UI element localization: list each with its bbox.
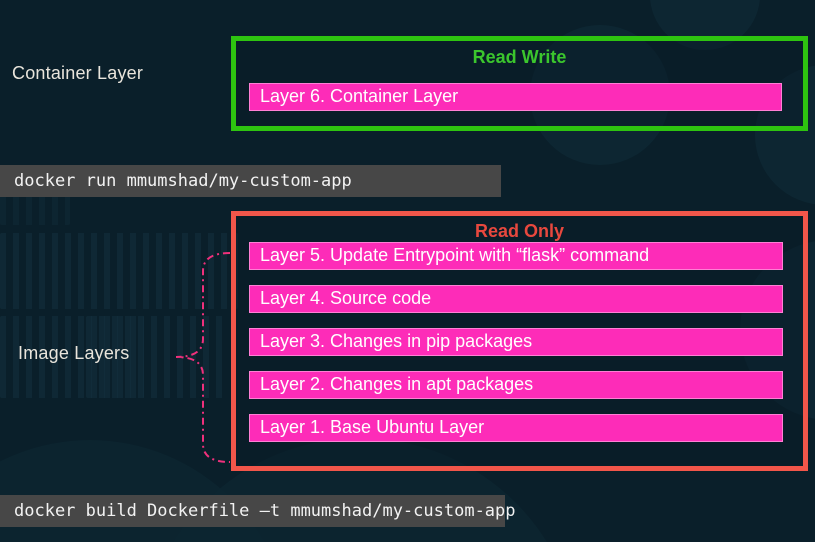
image-layer-bar: Layer 4. Source code: [249, 285, 783, 313]
read-write-box: Read Write Layer 6. Container Layer: [231, 36, 808, 131]
image-layers-label: Image Layers: [18, 343, 130, 363]
read-only-title: Read Only: [474, 221, 565, 241]
curly-brace-icon: [175, 252, 231, 463]
image-layer-bar: Layer 2. Changes in apt packages: [249, 371, 783, 399]
docker-build-command: docker build Dockerfile –t mmumshad/my-c…: [0, 495, 516, 527]
container-layer-label: Container Layer: [12, 63, 144, 83]
image-layer-bar: Layer 5. Update Entrypoint with “flask” …: [249, 242, 783, 270]
docker-run-command: docker run mmumshad/my-custom-app: [0, 165, 501, 197]
image-layer-bar: Layer 1. Base Ubuntu Layer: [249, 414, 783, 442]
read-write-title: Read Write: [472, 47, 567, 67]
background-containers-graphic: [0, 233, 238, 309]
container-layer-bar: Layer 6. Container Layer: [249, 83, 782, 111]
read-only-box: Read Only Layer 5. Update Entrypoint wit…: [231, 211, 808, 471]
image-layer-bar: Layer 3. Changes in pip packages: [249, 328, 783, 356]
background-containers-graphic: [86, 316, 228, 398]
